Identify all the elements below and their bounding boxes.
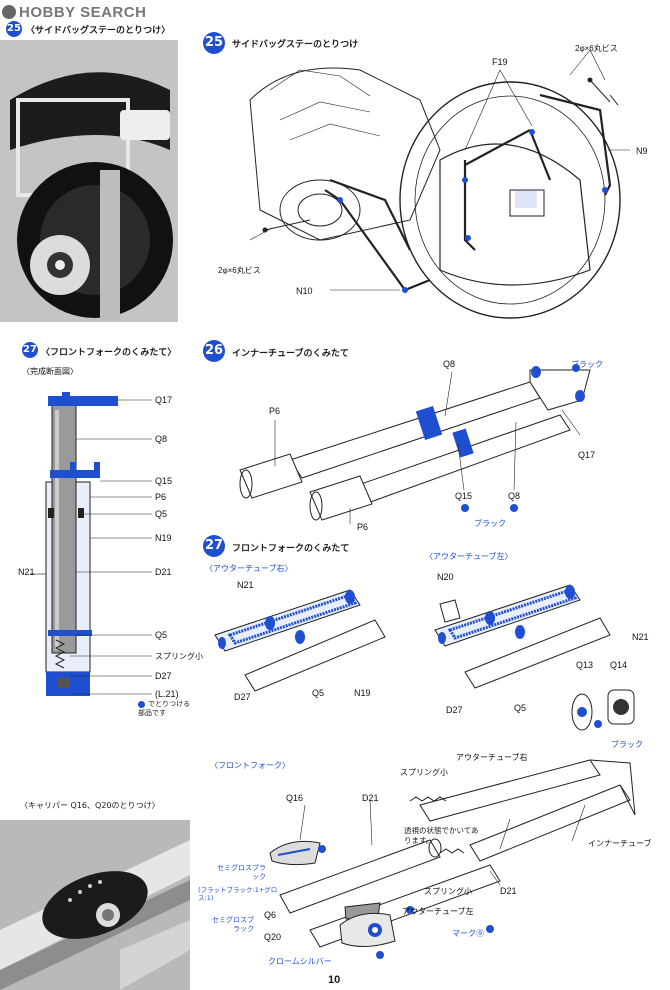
legend-note: でとりつける 部品です bbox=[138, 700, 191, 717]
section-label-d27: D27 bbox=[155, 671, 172, 681]
step25-label-n9: N9 bbox=[636, 146, 648, 156]
section-label-q5-bottom: Q5 bbox=[155, 630, 168, 640]
step26-badge: 26 bbox=[203, 340, 225, 362]
step27-title: フロントフォークのくみたて bbox=[232, 544, 350, 554]
section-label-l21: (L.21) bbox=[155, 689, 179, 699]
fork-label-q6: Q6 bbox=[264, 910, 277, 920]
section-label-p6: P6 bbox=[155, 492, 167, 502]
left-tube-label-d27: D27 bbox=[446, 705, 463, 715]
section-label-q8: Q8 bbox=[155, 434, 168, 444]
fork-label-d21-left: D21 bbox=[362, 793, 379, 803]
step25-label-f19: F19 bbox=[492, 57, 508, 67]
step26-inner-tube-diagram bbox=[239, 364, 591, 524]
fork-label-inner-tube: インナーチューブ bbox=[588, 839, 652, 848]
step25-title: サイドバッグステーのとりつけ bbox=[232, 40, 359, 50]
fork-label-spring-bottom: スプリング小 bbox=[424, 887, 472, 896]
step25-badge: 25 bbox=[203, 32, 225, 54]
step27-badge: 27 bbox=[203, 535, 225, 557]
fork-label-mark9: マーク⑨ bbox=[452, 929, 484, 938]
fork-note-transparent: 透視の状態でかいてあります。 bbox=[404, 826, 479, 845]
step26-label-q8-top: Q8 bbox=[443, 359, 456, 369]
step26-label-q15: Q15 bbox=[455, 491, 473, 501]
left-tube-label-n20: N20 bbox=[437, 572, 454, 582]
section-label-q5-top: Q5 bbox=[155, 509, 168, 519]
step26-label-black-top: ブラック bbox=[571, 360, 603, 369]
fork-label-chrome-silver: クロームシルバー bbox=[268, 957, 332, 966]
page-number: 10 bbox=[328, 974, 341, 986]
step26-label-black-bottom: ブラック bbox=[474, 519, 506, 528]
caliper-title: 〈キャリパー Q16、Q20のとりつけ〉 bbox=[20, 801, 160, 810]
left-tube-label-n21: N21 bbox=[632, 632, 649, 642]
step26-label-q8-bottom: Q8 bbox=[508, 491, 521, 501]
section-label-q17: Q17 bbox=[155, 395, 173, 405]
right-tube-label-q5: Q5 bbox=[312, 688, 325, 698]
fork-label-flat-mix: (フラットブラック:1+グロス:1) bbox=[198, 886, 278, 902]
right-tube-label-d27: D27 bbox=[234, 692, 251, 702]
right-tube-label-n21: N21 bbox=[237, 580, 254, 590]
fork-label-q20: Q20 bbox=[264, 932, 282, 942]
left-step27-subtitle: 〈完成断面図〉 bbox=[22, 367, 78, 376]
front-fork-assembly-diagram bbox=[269, 759, 636, 959]
logo-icon bbox=[2, 5, 16, 19]
right-tube-title: 〈アウターチューブ右〉 bbox=[205, 564, 293, 573]
section-label-spring: スプリング小 bbox=[155, 652, 203, 661]
left-step25-badge: 25 bbox=[6, 21, 22, 37]
fork-label-outer-right: アウターチューブ右 bbox=[456, 753, 528, 762]
left-step27-badge: 27 bbox=[22, 342, 38, 358]
fork-label-semigloss-2: セミグロスブラック bbox=[212, 916, 254, 933]
step26-label-p6-left: P6 bbox=[269, 406, 281, 416]
right-outer-tube-diagram bbox=[214, 589, 386, 692]
caliper-photo bbox=[0, 820, 190, 990]
section-label-n21: N21 bbox=[18, 567, 35, 577]
right-tube-label-n19: N19 bbox=[354, 688, 371, 698]
left-tube-title: 〈アウターチューブ左〉 bbox=[425, 552, 513, 561]
step26-label-p6-bottom: P6 bbox=[357, 522, 369, 532]
logo-text: HOBBY SEARCH bbox=[19, 3, 147, 21]
front-fork-title: 〈フロントフォーク〉 bbox=[210, 761, 290, 770]
hobby-search-logo: HOBBY SEARCH bbox=[2, 2, 146, 22]
step26-label-q17: Q17 bbox=[578, 450, 596, 460]
left-outer-tube-diagram bbox=[434, 584, 611, 689]
blue-dot-icon bbox=[138, 700, 145, 708]
caliper-parts-label-q13: Q13 bbox=[576, 660, 594, 670]
fork-label-q16: Q16 bbox=[286, 793, 304, 803]
step25-label-screw-top: 2φ×6丸ビス bbox=[575, 44, 618, 53]
step25-label-screw-left: 2φ×6丸ビス bbox=[218, 266, 261, 275]
step25-label-n10: N10 bbox=[296, 286, 313, 296]
rear-wheel-photo bbox=[0, 40, 178, 322]
fork-label-semigloss-1: セミグロスブラック bbox=[217, 864, 266, 881]
step25-bike-diagram bbox=[249, 49, 630, 319]
caliper-parts-label-q14: Q14 bbox=[610, 660, 628, 670]
left-step25-title: 〈サイドバッグステーのとりつけ〉 bbox=[26, 26, 171, 36]
section-label-d21: D21 bbox=[155, 567, 172, 577]
fork-cross-section-diagram bbox=[30, 392, 152, 696]
section-label-q15: Q15 bbox=[155, 476, 173, 486]
section-label-n19: N19 bbox=[155, 533, 172, 543]
step26-title: インナーチューブのくみたて bbox=[232, 349, 349, 359]
fork-label-outer-left: アウターチューブ左 bbox=[402, 907, 474, 916]
caliper-parts-label-black: ブラック bbox=[611, 740, 643, 749]
fork-label-spring-top: スプリング小 bbox=[400, 768, 448, 777]
left-tube-label-q5: Q5 bbox=[514, 703, 527, 713]
left-step27-title: 〈フロントフォークのくみたて〉 bbox=[41, 348, 177, 358]
fork-label-d21-right: D21 bbox=[500, 886, 517, 896]
caliper-parts-diagram bbox=[571, 689, 635, 731]
